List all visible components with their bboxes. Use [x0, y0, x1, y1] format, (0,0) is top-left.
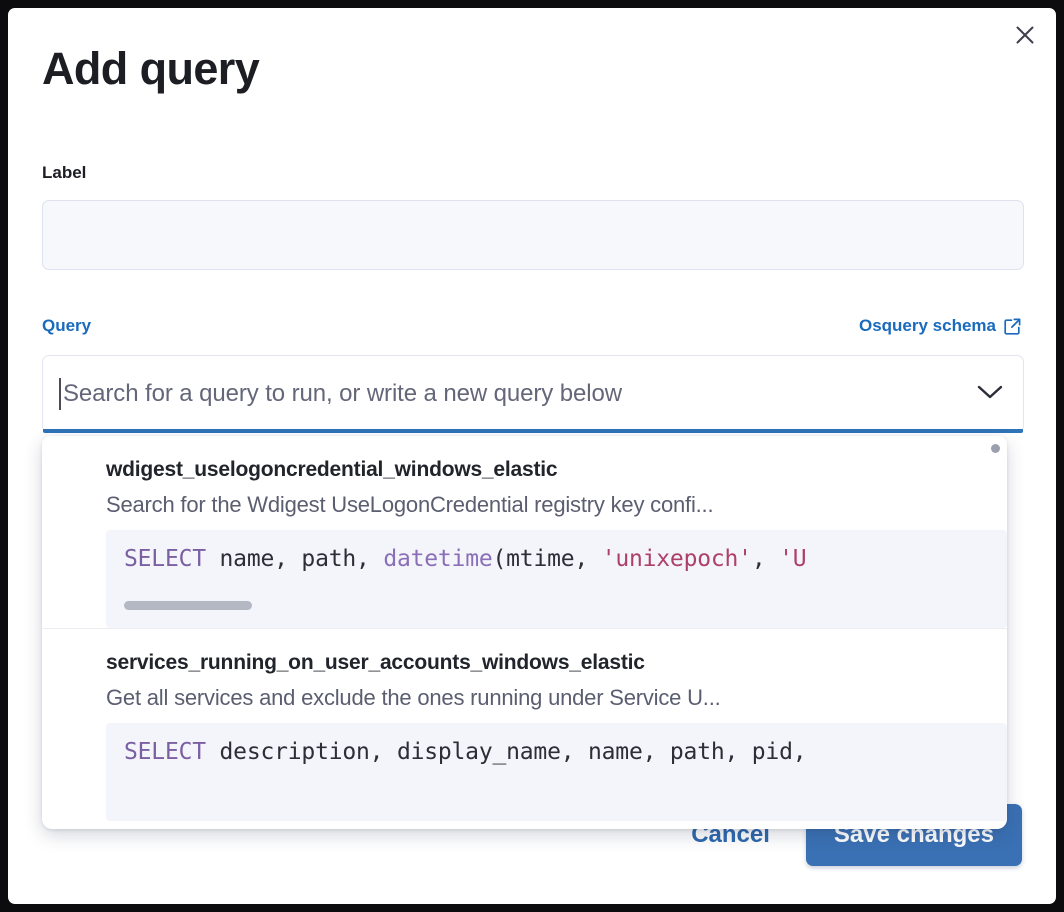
add-query-modal: Add query Label Query Osquery schema Sea… [8, 8, 1056, 904]
dropdown-scrollbar[interactable] [991, 444, 1000, 453]
query-search-combobox[interactable]: Search for a query to run, or write a ne… [42, 355, 1024, 433]
list-item-code-block: SELECT description, display_name, name, … [106, 723, 1007, 821]
sql-code-line: SELECT description, display_name, name, … [124, 739, 807, 765]
label-input[interactable] [42, 200, 1024, 270]
osquery-schema-link-label: Osquery schema [858, 316, 996, 335]
list-item[interactable]: services_running_on_user_accounts_window… [42, 628, 1007, 821]
label-field-caption: Label [42, 163, 87, 182]
list-item-code-block: SELECT name, path, datetime(mtime, 'unix… [106, 530, 1007, 628]
text-cursor [59, 378, 61, 410]
list-item-description: Get all services and exclude the ones ru… [106, 685, 721, 710]
page-title: Add query [42, 43, 260, 94]
list-item[interactable]: wdigest_uselogoncredential_windows_elast… [42, 436, 1007, 628]
dropdown-list: wdigest_uselogoncredential_windows_elast… [42, 436, 1007, 821]
osquery-schema-link[interactable]: Osquery schema [859, 316, 1022, 336]
query-suggestions-dropdown[interactable]: wdigest_uselogoncredential_windows_elast… [42, 436, 1007, 829]
list-item-title: wdigest_uselogoncredential_windows_elast… [106, 458, 558, 481]
query-section-caption[interactable]: Query [42, 316, 92, 335]
sql-code-line: SELECT name, path, datetime(mtime, 'unix… [124, 546, 807, 572]
chevron-down-icon[interactable] [975, 383, 1005, 406]
code-horizontal-scrollbar[interactable] [124, 601, 252, 610]
list-item-description: Search for the Wdigest UseLogonCredentia… [106, 492, 714, 517]
list-item-title: services_running_on_user_accounts_window… [106, 651, 645, 674]
query-search-placeholder: Search for a query to run, or write a ne… [63, 380, 622, 407]
close-icon[interactable] [1008, 18, 1042, 52]
external-link-icon [1003, 317, 1022, 336]
